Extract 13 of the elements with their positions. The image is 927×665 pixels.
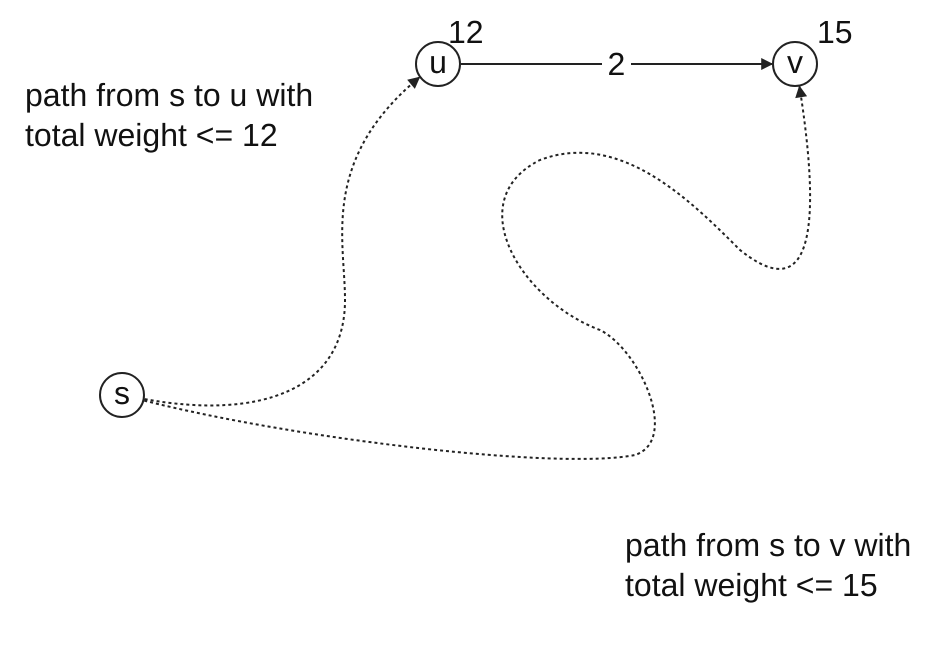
node-circle (415, 41, 461, 87)
arrow (461, 58, 774, 70)
dashed-arrow (144, 76, 420, 406)
dashed-arrow (144, 85, 812, 460)
annotation-text: path from s to v with total weight <= 15 (625, 526, 912, 605)
annotation-text: path from s to u with total weight <= 12 (25, 76, 314, 155)
node-label: v (787, 44, 803, 80)
node-value: 12 (448, 16, 484, 48)
node-circle (99, 372, 145, 418)
node-label: s (114, 374, 130, 412)
node-circle (772, 41, 818, 87)
node-value: 15 (817, 16, 853, 48)
node-label: u (429, 44, 447, 80)
